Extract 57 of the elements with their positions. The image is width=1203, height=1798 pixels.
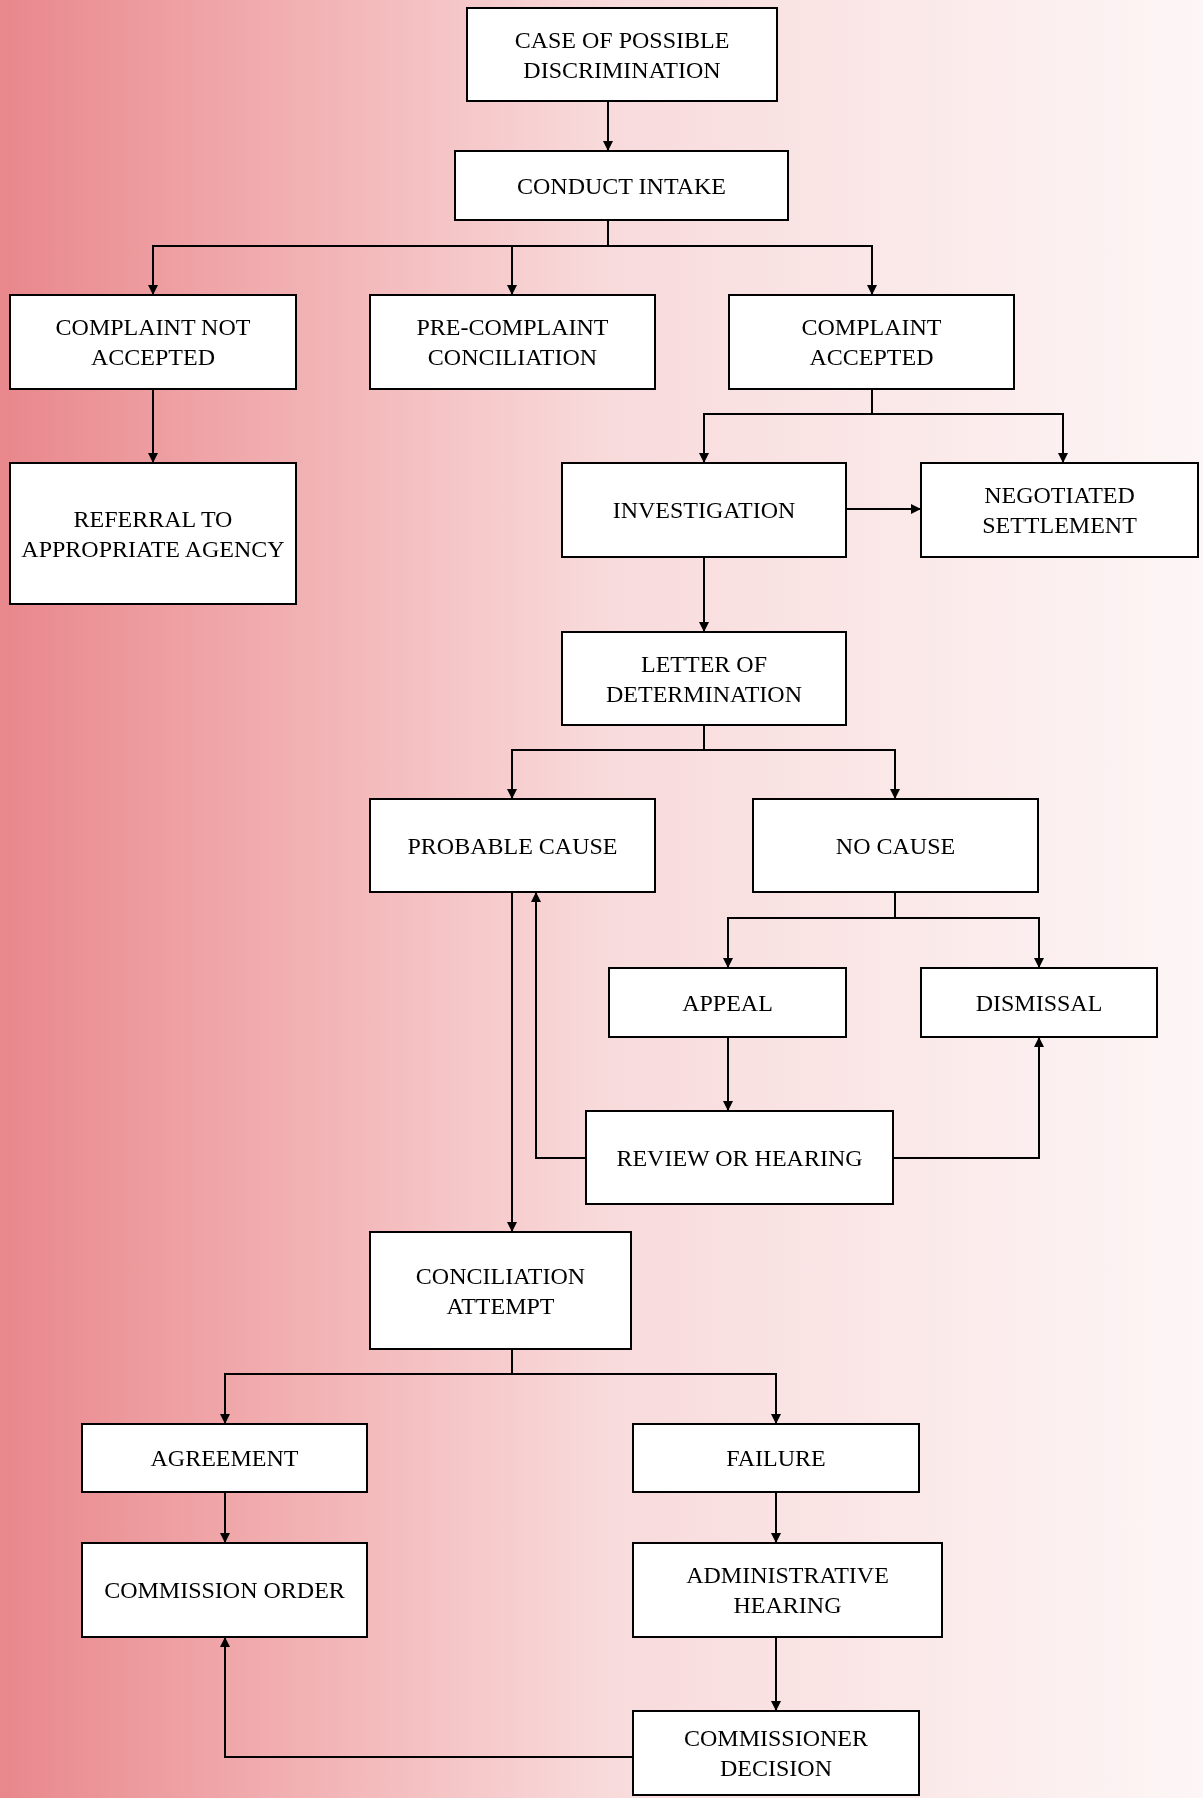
arrow xyxy=(603,101,613,151)
box-label: CONDUCT INTAKE xyxy=(517,171,726,201)
box-label: PRE-COMPLAINT CONCILIATION xyxy=(415,313,610,372)
arrow xyxy=(699,557,709,632)
box-label: INVESTIGATION xyxy=(612,496,796,525)
arrow xyxy=(893,1037,1044,1159)
box-label: COMMISSION ORDER xyxy=(104,1576,345,1605)
process-box xyxy=(9,462,297,605)
process-box xyxy=(81,1423,368,1493)
process-box xyxy=(632,1542,943,1638)
box-label: AGREEMENT xyxy=(150,1444,299,1473)
box-label: NEGOTIATED SETTLEMENT xyxy=(981,481,1138,540)
box-label: ADMINISTRATIVE HEARING xyxy=(685,1561,890,1620)
box-label: LETTER OF DETERMINATION xyxy=(605,649,803,709)
box-label: PROBABLE CAUSE xyxy=(407,831,618,861)
process-box xyxy=(369,798,656,893)
arrow xyxy=(531,892,586,1159)
arrow xyxy=(607,220,877,295)
box-label: APPEAL xyxy=(682,988,773,1018)
box-label: DISMISSAL xyxy=(975,988,1103,1018)
arrow xyxy=(771,1492,781,1543)
process-box xyxy=(81,1542,368,1638)
box-label: COMMISSIONER DECISION xyxy=(683,1724,869,1783)
process-box xyxy=(369,294,656,390)
process-box xyxy=(466,7,778,102)
process-box xyxy=(608,967,847,1038)
arrow xyxy=(507,892,517,1232)
process-box xyxy=(632,1710,920,1796)
box-label: COMPLAINT NOT ACCEPTED xyxy=(54,313,252,372)
process-box xyxy=(920,462,1199,558)
arrow xyxy=(723,1037,733,1111)
arrow xyxy=(703,725,900,799)
arrow xyxy=(894,892,1044,968)
box-label: NO CAUSE xyxy=(835,831,956,861)
process-box xyxy=(561,631,847,726)
box-label: CONCILIATION ATTEMPT xyxy=(414,1261,587,1321)
arrow xyxy=(220,1492,230,1543)
arrow xyxy=(220,1637,633,1758)
process-box xyxy=(561,462,847,558)
box-label: CASE OF POSSIBLE DISCRIMINATION xyxy=(513,25,731,85)
process-box xyxy=(752,798,1039,893)
process-box xyxy=(369,1231,632,1350)
box-label: COMPLAINT ACCEPTED xyxy=(800,313,943,372)
arrow xyxy=(871,389,1068,463)
arrow xyxy=(771,1637,781,1711)
process-box xyxy=(585,1110,894,1205)
arrow xyxy=(148,389,158,463)
process-box xyxy=(454,150,789,221)
box-label: REVIEW OR HEARING xyxy=(616,1143,863,1173)
process-box xyxy=(632,1423,920,1493)
box-label: REFERRAL TO APPROPRIATE AGENCY xyxy=(20,504,286,564)
arrow xyxy=(846,504,921,514)
process-box xyxy=(728,294,1015,390)
box-label: FAILURE xyxy=(726,1444,826,1473)
arrow xyxy=(511,1349,781,1424)
process-box xyxy=(9,294,297,390)
process-box xyxy=(920,967,1158,1038)
